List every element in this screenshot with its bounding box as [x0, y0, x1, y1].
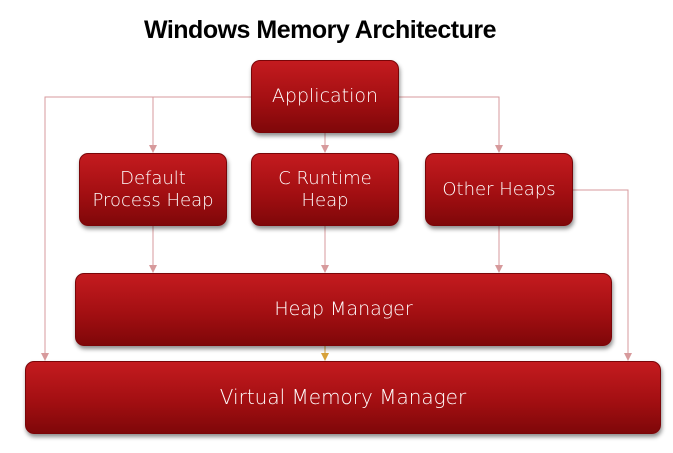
connector-app-to-other-heaps: [399, 96, 503, 153]
connector-other-heaps-to-vmm: [573, 189, 632, 361]
virtual-memory-manager-box: Virtual Memory Manager: [25, 361, 661, 434]
page-title: Windows Memory Architecture: [143, 16, 497, 44]
c-runtime-heap-box: C Runtime Heap: [251, 153, 399, 226]
connector-app-to-vmm-left: [41, 96, 251, 361]
default-process-heap-box: Default Process Heap: [79, 153, 227, 226]
heap-manager-box: Heap Manager: [75, 273, 612, 346]
other-heaps-box: Other Heaps: [425, 153, 573, 226]
application-box: Application: [251, 60, 399, 133]
